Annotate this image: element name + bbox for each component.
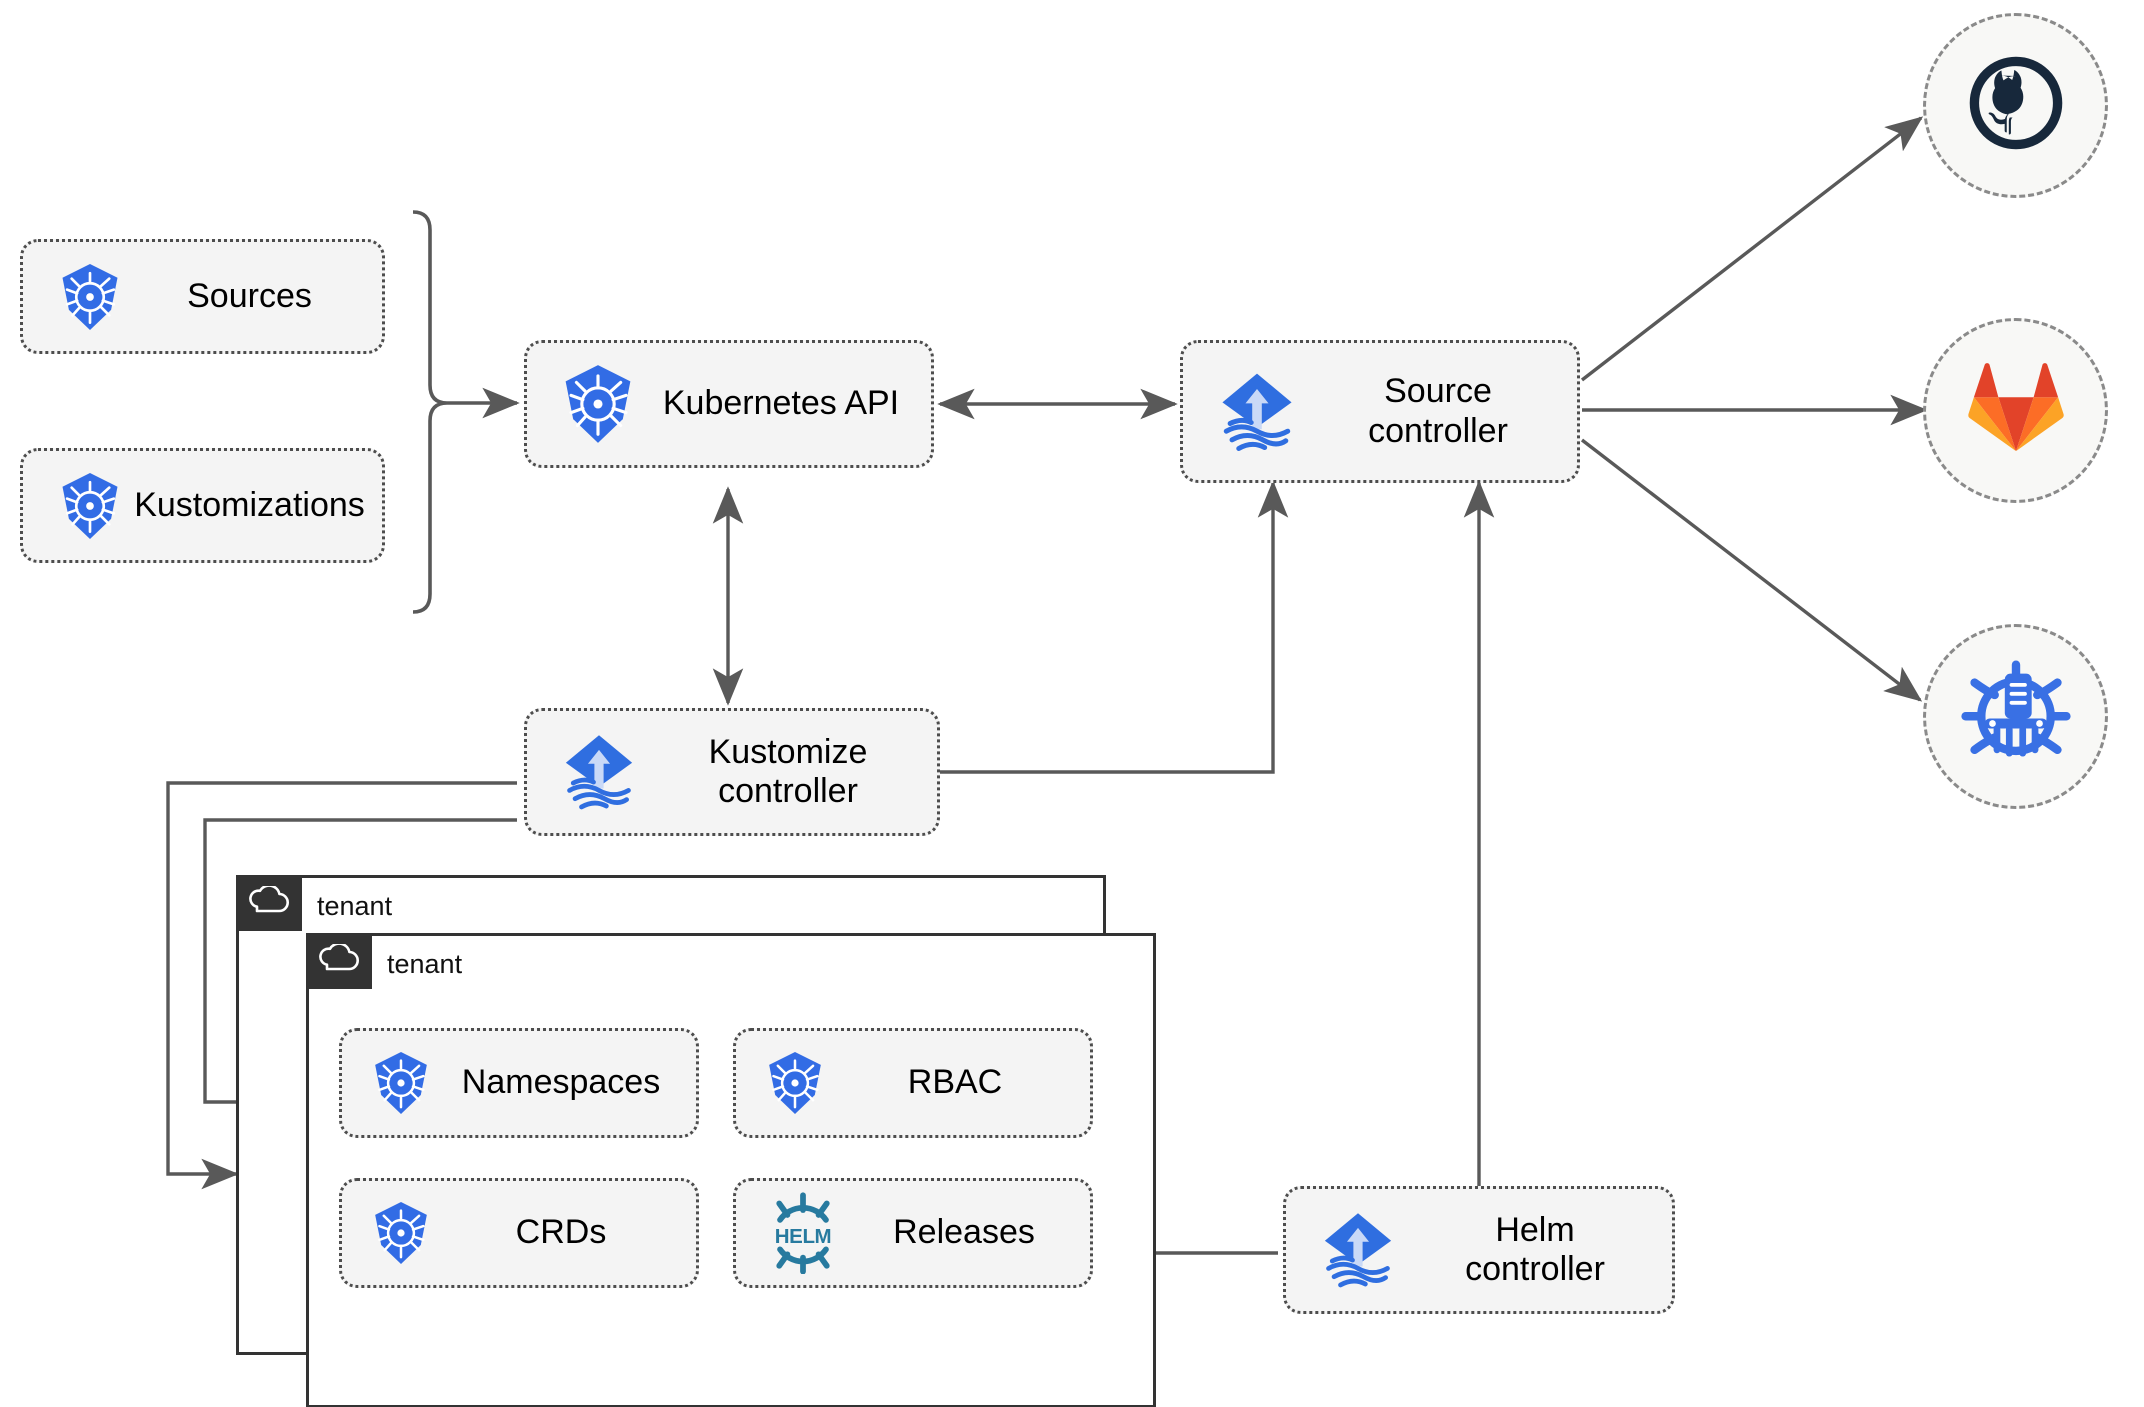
node-rbac-label: RBAC <box>907 1063 1003 1102</box>
kubernetes-icon <box>764 1050 826 1116</box>
kubernetes-icon <box>370 1050 432 1116</box>
node-helm-controller-label: Helm controller <box>1465 1210 1605 1288</box>
node-kustomizations[interactable]: Kustomizations <box>20 448 385 563</box>
cloud-icon <box>316 941 360 979</box>
tenant-title-back: tenant <box>317 891 393 921</box>
node-kustomizations-label: Kustomizations <box>134 485 365 524</box>
node-kustomize-controller[interactable]: Kustomize controller <box>524 708 940 836</box>
node-kustomize-controller-label: Kustomize controller <box>708 732 868 810</box>
tenant-tab-back <box>236 875 302 931</box>
node-sources-label: Sources <box>187 276 312 315</box>
kubernetes-icon <box>57 262 123 332</box>
flux-icon <box>1209 364 1305 460</box>
github-icon <box>1964 51 2068 160</box>
node-crds-label: CRDs <box>515 1213 607 1252</box>
svg-text:HELM: HELM <box>775 1225 831 1248</box>
helm-icon <box>1960 658 2072 775</box>
tenant-title-front: tenant <box>387 949 463 979</box>
node-rbac[interactable]: RBAC <box>733 1028 1093 1138</box>
provider-gitlab[interactable] <box>1923 318 2108 503</box>
provider-github[interactable] <box>1923 13 2108 198</box>
gitlab-icon <box>1967 361 2065 460</box>
cloud-icon <box>246 883 290 921</box>
kubernetes-icon <box>57 471 123 541</box>
node-source-controller[interactable]: Source controller <box>1180 340 1580 483</box>
flux-icon <box>1312 1204 1404 1296</box>
node-namespaces[interactable]: Namespaces <box>339 1028 699 1138</box>
node-kubernetes-api-label: Kubernetes API <box>662 384 900 423</box>
flux-icon <box>553 726 645 818</box>
node-helm-controller[interactable]: Helm controller <box>1283 1186 1675 1314</box>
node-releases-label: Releases <box>893 1213 1035 1252</box>
node-sources[interactable]: Sources <box>20 239 385 354</box>
node-releases[interactable]: HELM Releases <box>733 1178 1093 1288</box>
tenant-window-front: tenant <box>306 933 1156 1407</box>
helm-wordmark-icon: HELM <box>762 1192 844 1274</box>
kubernetes-icon <box>559 363 637 445</box>
tenant-tab-front <box>306 933 372 989</box>
node-source-controller-label: Source controller <box>1368 372 1508 450</box>
node-namespaces-label: Namespaces <box>461 1063 661 1102</box>
kubernetes-icon <box>370 1200 432 1266</box>
node-kubernetes-api[interactable]: Kubernetes API <box>524 340 934 468</box>
provider-helm[interactable] <box>1923 624 2108 809</box>
node-crds[interactable]: CRDs <box>339 1178 699 1288</box>
